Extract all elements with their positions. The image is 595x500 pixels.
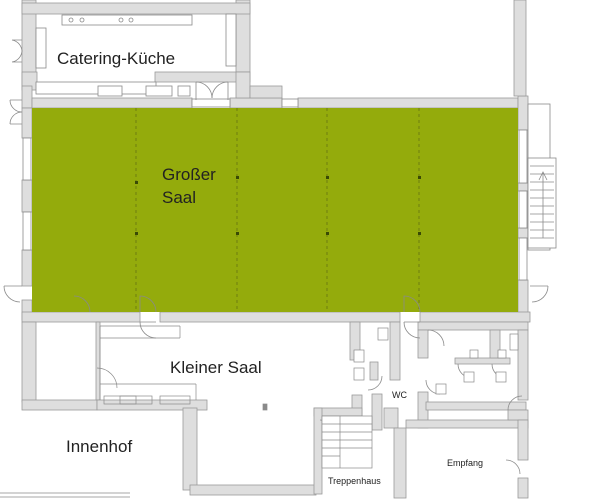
- windows: [22, 98, 528, 281]
- label-kleiner-saal: Kleiner Saal: [170, 358, 262, 377]
- doors: [3, 39, 549, 475]
- label-empfang: Empfang: [447, 458, 483, 468]
- label-catering-kueche: Catering-Küche: [57, 49, 175, 68]
- external-stair: [527, 103, 557, 251]
- label-grosser-saal-line2: Saal: [162, 188, 196, 207]
- kitchen-fixtures: [35, 13, 237, 97]
- partition-lines: [135, 108, 420, 312]
- column-markers: [135, 176, 421, 235]
- grosser-saal-area: [32, 108, 518, 312]
- stairwell: [321, 415, 373, 469]
- label-innenhof: Innenhof: [66, 437, 132, 456]
- label-treppenhaus: Treppenhaus: [328, 476, 381, 486]
- courtyard-edge: [0, 492, 130, 498]
- kleiner-saal-fixtures: [96, 325, 268, 411]
- label-wc: WC: [392, 390, 407, 400]
- wc-fixtures: [353, 327, 519, 395]
- label-grosser-saal-line1: Großer: [162, 165, 216, 184]
- walls: [21, 0, 531, 499]
